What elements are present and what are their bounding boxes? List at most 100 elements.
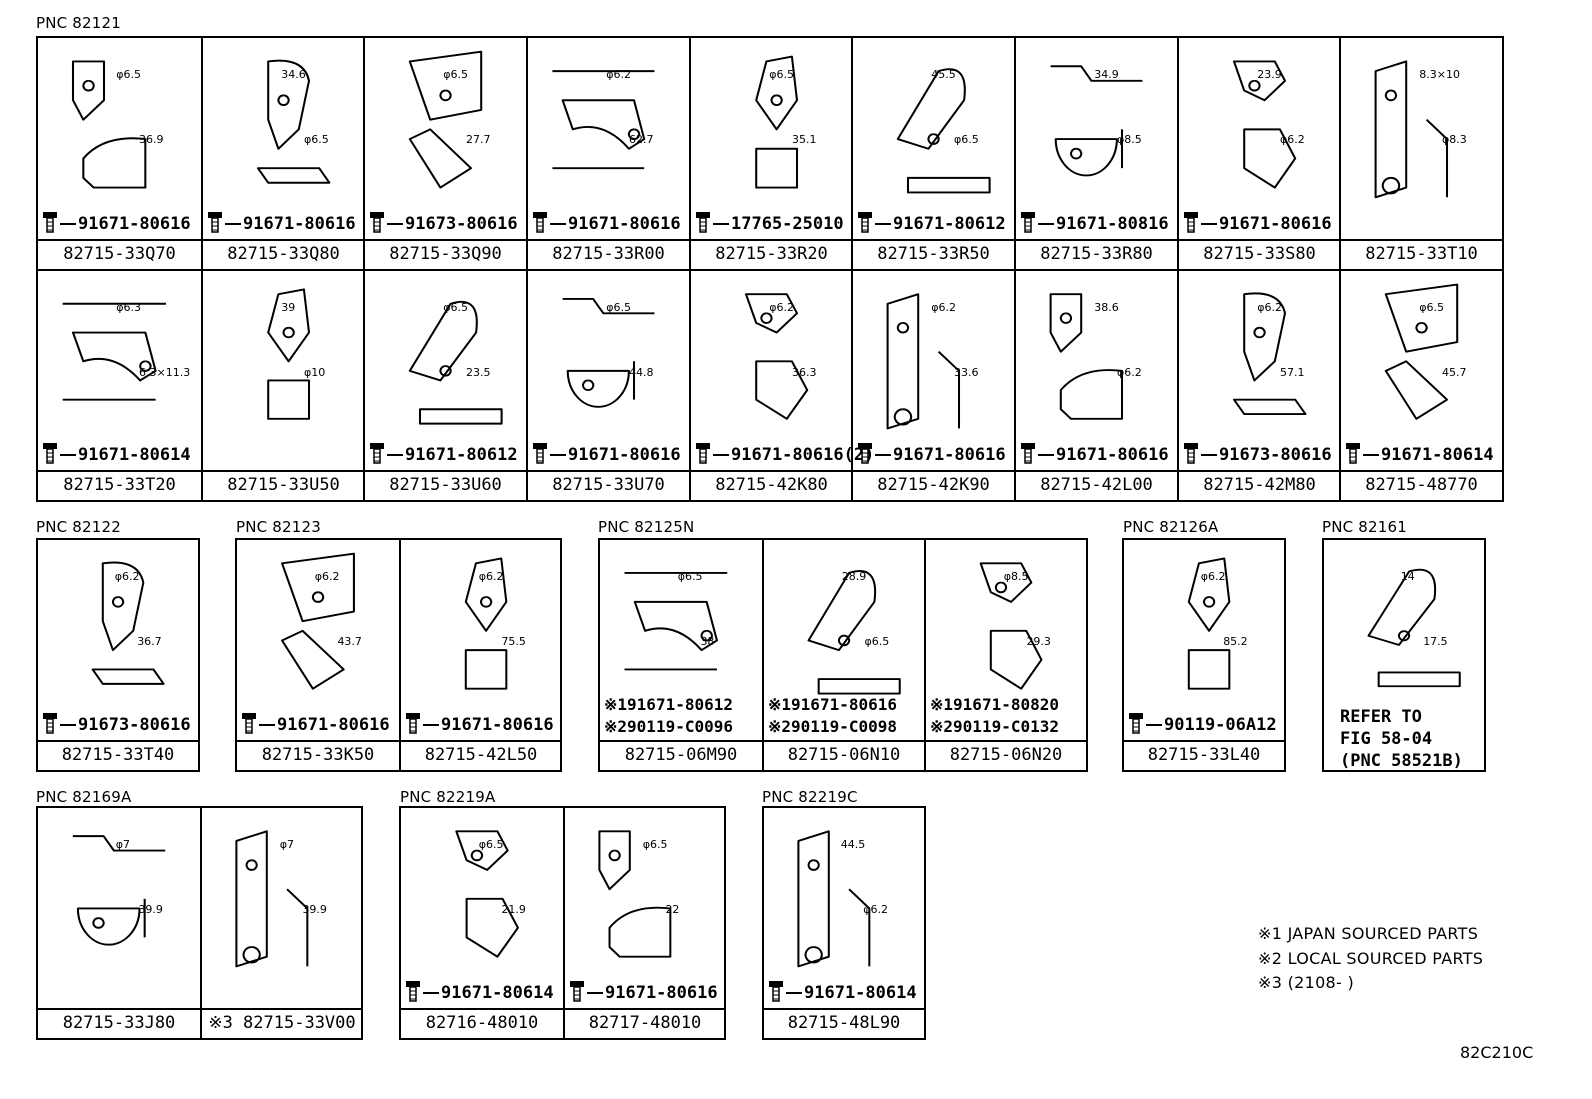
bolt-callout: 91671-80614 — [1345, 442, 1494, 466]
bolt-part-number: ※290119-C0132 — [930, 717, 1059, 736]
dimension-label: 14 — [1400, 570, 1415, 583]
bolt-callout: 91671-80614 — [768, 980, 917, 1004]
bolt-part-number: 91671-80614 — [804, 983, 917, 1003]
pnc-label: PNC 82169A — [36, 788, 132, 806]
dimension-label: φ8.5 — [1003, 570, 1029, 583]
dimension-label: φ6.2 — [1200, 570, 1226, 583]
dimension-label: φ6.5 — [443, 68, 468, 81]
bracket-illustration — [42, 544, 194, 708]
bolt-icon — [1183, 442, 1201, 469]
bolt-icon — [857, 211, 875, 238]
dimension-label: 23.5 — [466, 366, 491, 379]
part-number: 82715-06M90 — [600, 740, 762, 770]
bracket-illustration — [695, 42, 848, 207]
bracket-illustration — [207, 275, 360, 438]
part-number: 82715-33U50 — [203, 470, 364, 500]
dimension-label: 8.3×10 — [1419, 68, 1460, 81]
bracket-illustration — [1345, 275, 1498, 438]
dimension-label: 38.6 — [1094, 301, 1119, 314]
bolt-icon — [42, 211, 60, 238]
dimension-label: 36.7 — [137, 635, 162, 648]
part-number: 82715-42M80 — [1179, 470, 1340, 500]
part-number: 82716-48010 — [401, 1008, 563, 1038]
bolt-callout: 91671-80616(2) — [695, 442, 875, 466]
bolt-callout: 90119-06A12 — [1128, 712, 1277, 739]
bolt-part-number: 91673-80616 — [405, 214, 518, 234]
bracket-illustration — [857, 275, 1010, 438]
bracket-illustration — [532, 275, 685, 438]
bolt-icon — [1128, 712, 1146, 739]
bracket-illustration — [1020, 275, 1173, 438]
note-japan-sourced: ※1 JAPAN SOURCED PARTS — [1258, 924, 1479, 943]
dimension-label: 21.9 — [501, 903, 526, 916]
bracket-illustration — [1328, 544, 1480, 700]
dimension-label: φ10 — [304, 366, 326, 379]
dimension-label: φ6.5 — [769, 68, 794, 81]
dimension-label: φ6.5 — [606, 301, 631, 314]
bracket-illustration — [207, 42, 360, 207]
dimension-label: 44.8 — [629, 366, 654, 379]
part-number: 82715-33R20 — [691, 239, 852, 269]
bolt-callout: 91671-80616 — [207, 211, 356, 235]
bolt-callout: 91671-80616 — [857, 442, 1006, 469]
dimension-label: 36.9 — [139, 133, 164, 146]
part-number: 82715-33L40 — [1124, 740, 1284, 770]
part-number: ※3 82715-33V00 — [202, 1008, 362, 1038]
part-number: 82715-42K90 — [853, 470, 1014, 500]
bracket-illustration — [42, 42, 197, 207]
dimension-label: 35.1 — [792, 133, 817, 146]
bolt-part-number: 91673-80616 — [1219, 445, 1332, 465]
bolt-icon — [532, 211, 550, 238]
bracket-illustration — [857, 42, 1010, 207]
part-number: 82715-33U70 — [528, 470, 689, 500]
bolt-icon — [405, 712, 423, 739]
bracket-illustration — [42, 275, 197, 438]
dimension-label: 39 — [281, 301, 296, 314]
bolt-part-number: ※290119-C0096 — [604, 717, 733, 736]
bolt-callout: ※191671-80616※290119-C0098 — [768, 694, 897, 738]
bolt-part-number: 91671-80616(2) — [731, 445, 875, 465]
bracket-illustration — [405, 812, 559, 976]
bolt-part-number: ※290119-C0098 — [768, 717, 897, 736]
dimension-label: φ6.2 — [863, 903, 888, 916]
dimension-label: φ6.2 — [1257, 301, 1282, 314]
dimension-label: φ6.2 — [314, 570, 340, 583]
bracket-illustration — [42, 812, 196, 976]
bolt-callout: 91671-80816 — [1020, 211, 1169, 235]
bolt-icon — [857, 442, 875, 469]
bolt-icon — [42, 442, 60, 469]
bolt-part-number: 91671-80616 — [277, 715, 390, 735]
bracket-illustration — [569, 812, 721, 976]
bracket-illustration — [405, 544, 557, 708]
bolt-icon — [369, 211, 387, 238]
pnc-label: PNC 82125N — [598, 518, 695, 536]
bolt-icon — [1183, 211, 1201, 238]
dimension-label: 17.5 — [1423, 635, 1448, 648]
bolt-icon — [369, 442, 387, 469]
dimension-label: 57.1 — [1280, 366, 1305, 379]
part-cell: φ6.2 57.1 91673-80616 82715-42M80 — [1177, 271, 1340, 500]
bolt-callout: 91673-80616 — [42, 712, 191, 736]
dimension-label: φ6.5 — [478, 838, 504, 851]
dimension-label: φ7 — [115, 838, 131, 851]
bolt-callout: 91671-80616 — [532, 211, 681, 238]
dimension-label: 38 — [700, 635, 715, 648]
part-number: 82715-33S80 — [1179, 239, 1340, 269]
